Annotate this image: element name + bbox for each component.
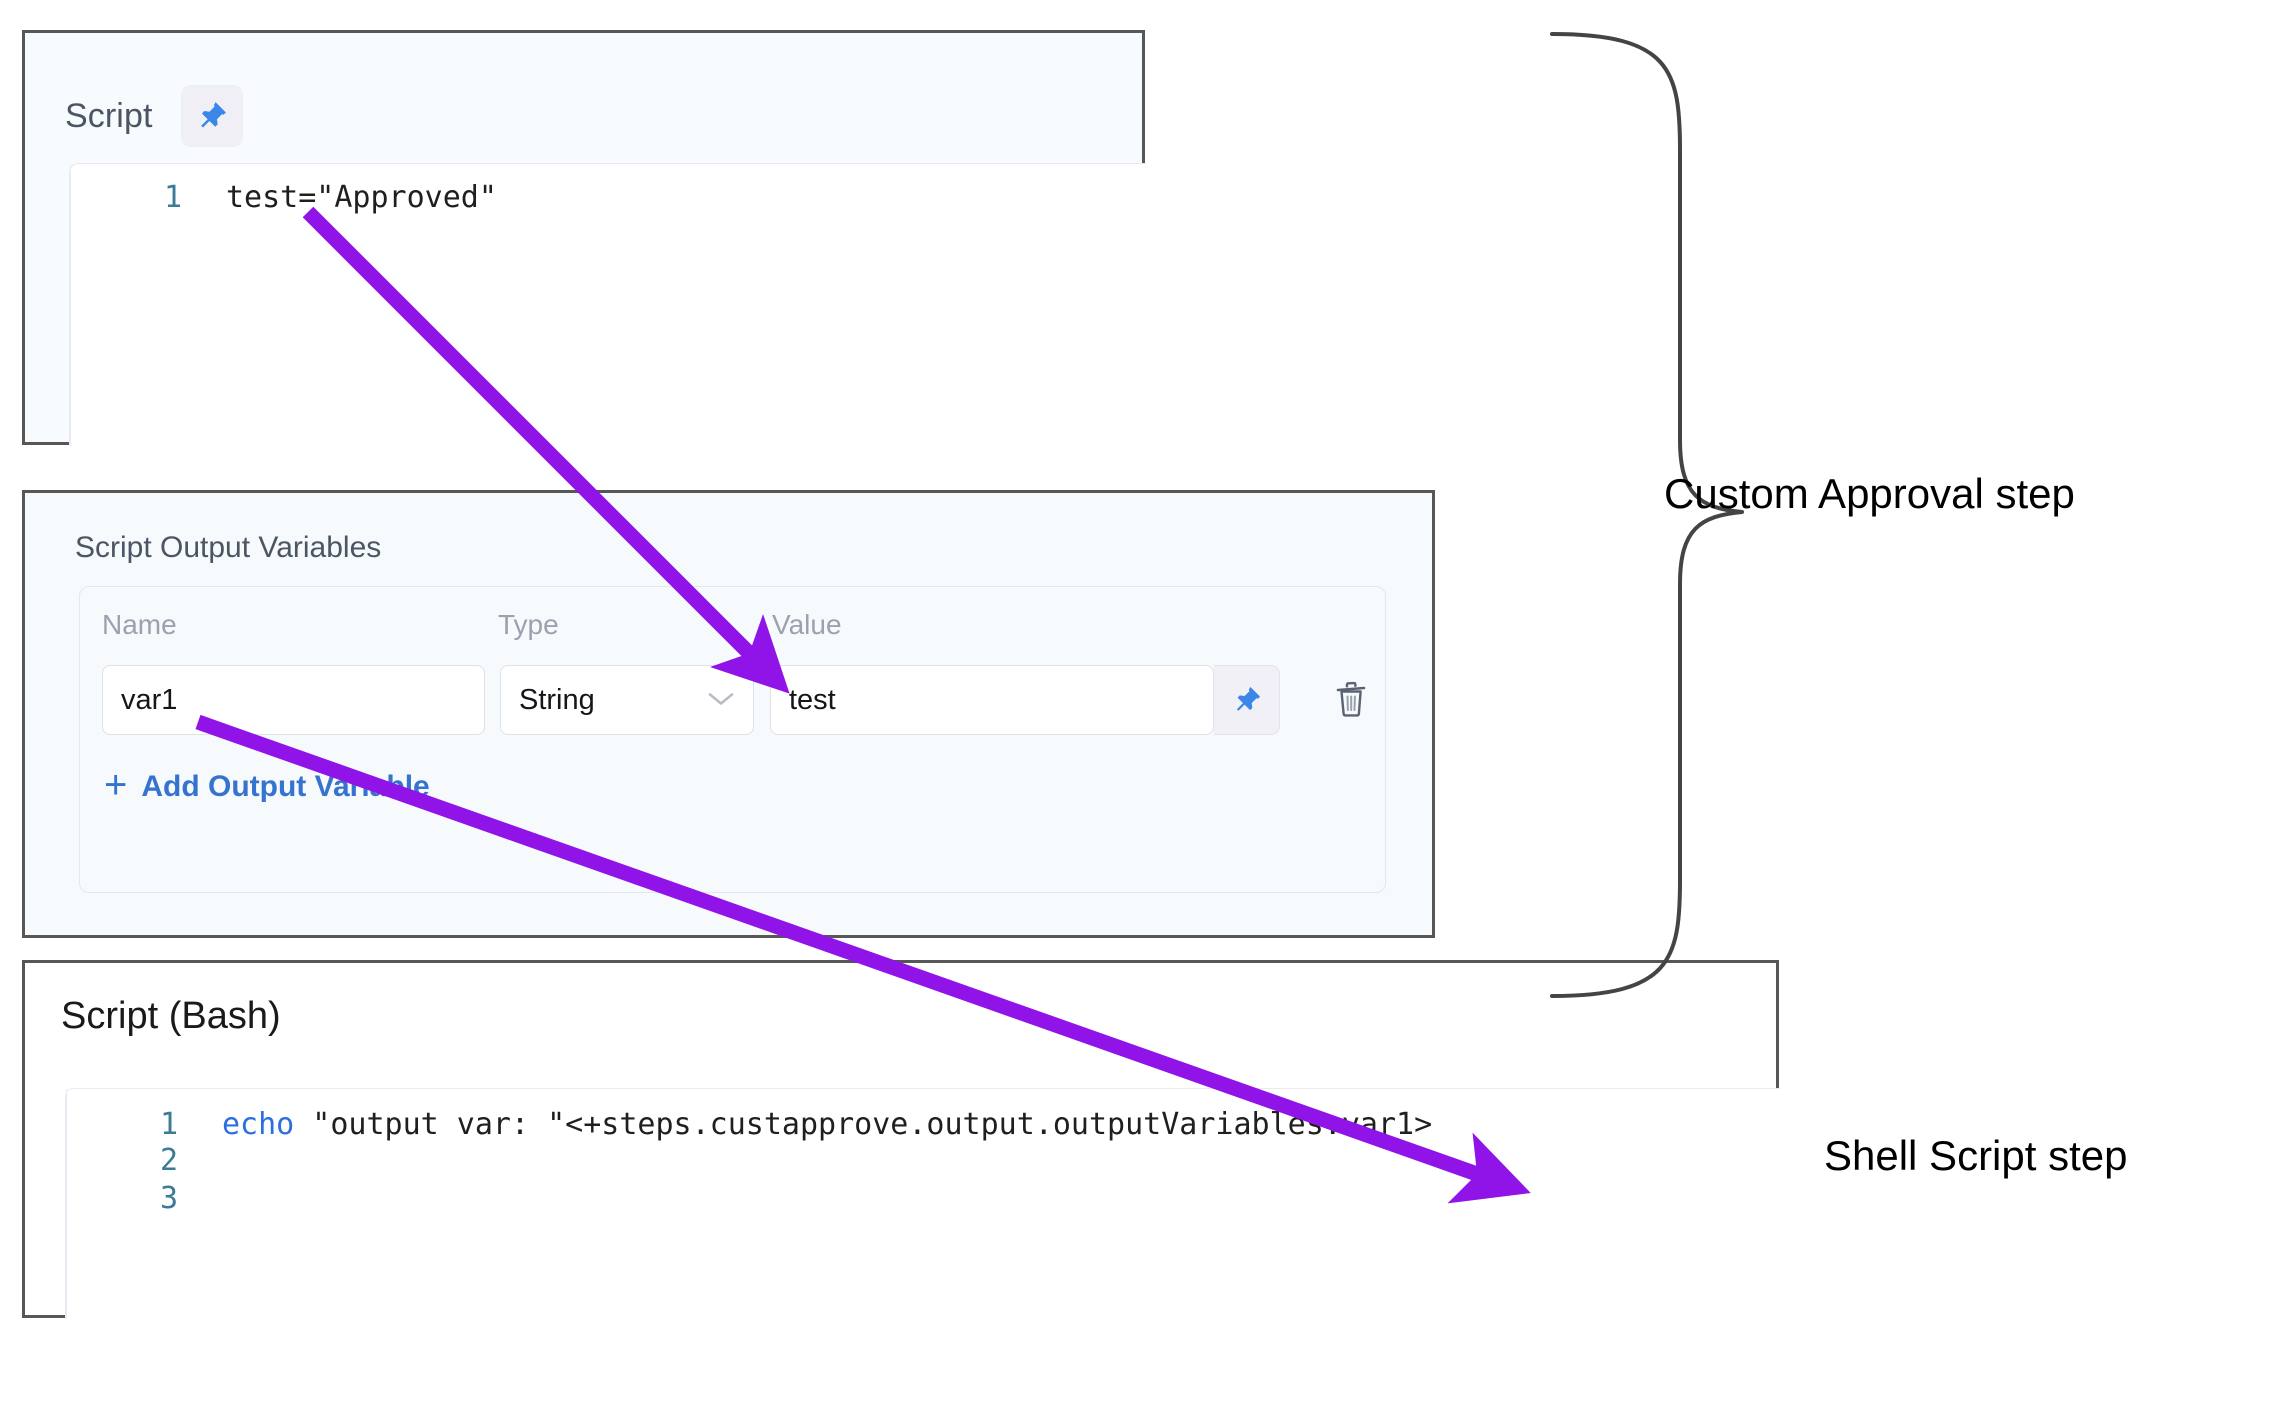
column-header-name: Name xyxy=(102,609,177,640)
trash-icon[interactable] xyxy=(1323,669,1379,731)
line-number: 1 xyxy=(163,180,182,215)
line-content: echo "output var: "<+steps.custapprove.o… xyxy=(222,1107,1432,1142)
bash-panel-title: Script (Bash) xyxy=(61,995,281,1037)
code-line: 1 test="Approved" xyxy=(70,180,497,215)
line-number: 3 xyxy=(159,1181,178,1216)
code-line: 2 xyxy=(66,1143,222,1178)
script-output-variables-panel: Script Output Variables Name Type Value … xyxy=(22,490,1435,938)
line-number: 2 xyxy=(159,1143,178,1178)
script-panel-title: Script xyxy=(65,96,153,135)
script-code-editor[interactable]: 1 test="Approved" xyxy=(69,163,1146,446)
output-variables-card: Name Type Value var1 String test xyxy=(79,586,1386,893)
line-content: test="Approved" xyxy=(226,180,497,215)
column-header-type: Type xyxy=(498,609,559,640)
column-header-value: Value xyxy=(772,609,842,640)
variable-type-value: String xyxy=(519,683,595,716)
gutter-divider xyxy=(70,164,71,446)
script-panel: Script 1 test="Approved" xyxy=(22,30,1146,446)
bash-script-panel: Script (Bash) 1 echo "output var: "<+ste… xyxy=(22,960,1780,1319)
add-output-variable-button[interactable]: + Add Output Variable xyxy=(104,763,430,807)
plus-icon: + xyxy=(104,763,128,807)
code-line: 3 xyxy=(66,1181,222,1216)
variable-type-select[interactable]: String xyxy=(500,665,754,735)
variable-name-input[interactable]: var1 xyxy=(102,665,485,735)
gutter-divider xyxy=(66,1089,67,1319)
variable-value-input[interactable]: test xyxy=(770,665,1214,735)
chevron-down-icon xyxy=(707,684,735,717)
code-line: 1 echo "output var: "<+steps.custapprove… xyxy=(66,1107,1432,1142)
script-panel-header: Script xyxy=(65,85,243,147)
bash-code-editor[interactable]: 1 echo "output var: "<+steps.custapprove… xyxy=(65,1088,1780,1319)
line-number: 1 xyxy=(159,1107,178,1142)
bash-keyword: echo xyxy=(222,1107,295,1142)
annotation-custom-approval-step: Custom Approval step xyxy=(1664,470,2075,517)
pushpin-icon[interactable] xyxy=(180,85,243,147)
add-output-variable-label: Add Output Variable xyxy=(141,770,430,803)
pushpin-icon[interactable] xyxy=(1214,665,1280,735)
annotation-shell-script-step: Shell Script step xyxy=(1824,1132,2128,1179)
bash-line-text: "output var: "<+steps.custapprove.output… xyxy=(294,1107,1433,1142)
output-variables-title: Script Output Variables xyxy=(75,531,382,564)
